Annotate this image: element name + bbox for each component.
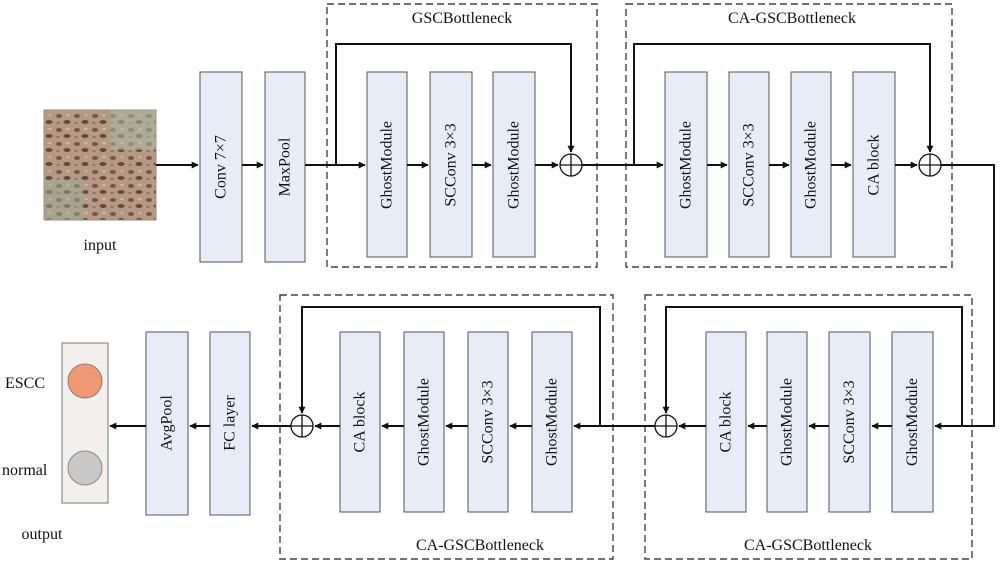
stage3-block-2-label: GhostModule xyxy=(779,378,796,466)
stage3-block-2 xyxy=(766,331,808,513)
stage2-block-1-label: GhostModule xyxy=(678,121,695,209)
stage4-block-3 xyxy=(467,331,509,513)
stage1-block-1 xyxy=(366,71,408,258)
normal-class-node xyxy=(67,450,103,486)
avgpool-label: AvgPool xyxy=(159,395,176,451)
output-label: output xyxy=(22,526,63,543)
stage3-block-4 xyxy=(891,331,934,513)
ca-gsc-bottleneck-title-1: CA-GSCBottleneck xyxy=(728,10,856,27)
stage3-block-1 xyxy=(705,331,747,513)
escc-class-node xyxy=(67,363,103,399)
stage4-block-2 xyxy=(403,331,445,513)
stage3-block-3 xyxy=(828,331,871,513)
stage1-block-1-label: GhostModule xyxy=(379,121,396,209)
stage3-block-1-label: CA block xyxy=(718,392,735,453)
stage1-block-2 xyxy=(429,71,473,258)
normal-label: normal xyxy=(2,462,48,479)
stage2-block-3-label: GhostModule xyxy=(803,121,820,209)
maxpool-label: MaxPool xyxy=(277,137,294,196)
input-label: input xyxy=(84,237,117,254)
ca-gsc-bottleneck-title-2: CA-GSCBottleneck xyxy=(744,537,872,554)
skip-stage2 xyxy=(633,43,934,165)
stage4-sum-node xyxy=(290,414,314,438)
stage2-block-4-label: CA block xyxy=(866,135,883,196)
stage2-block-4 xyxy=(852,71,896,258)
ca-gsc-bottleneck-title-3: CA-GSCBottleneck xyxy=(416,537,544,554)
stage3-block-4-label: GhostModule xyxy=(904,378,921,466)
skip-stage1 xyxy=(335,43,575,165)
stage4-block-3-label: SCConv 3×3 xyxy=(480,380,497,463)
fc-layer-block xyxy=(209,331,251,516)
stage1-block-2-label: SCConv 3×3 xyxy=(443,123,460,206)
input-image xyxy=(43,109,157,221)
gsc-bottleneck-box xyxy=(326,3,598,268)
stage4-block-4 xyxy=(531,331,573,513)
skip-stage3 xyxy=(662,306,963,426)
escc-label: ESCC xyxy=(5,375,45,392)
stage4-block-1-label: CA block xyxy=(352,392,369,453)
conv7x7-block xyxy=(199,71,243,263)
stage1-block-3-label: GhostModule xyxy=(506,121,523,209)
stage3-block-3-label: SCConv 3×3 xyxy=(841,380,858,463)
maxpool-block xyxy=(264,71,306,263)
stage2-block-2-label: SCConv 3×3 xyxy=(741,123,758,206)
avgpool-block xyxy=(145,331,189,516)
stage4-block-4-label: GhostModule xyxy=(544,378,561,466)
arrow-stage2-stage3 xyxy=(934,164,995,430)
stage2-sum-node xyxy=(918,153,942,177)
skip-stage4 xyxy=(298,306,601,426)
stage1-sum-node xyxy=(559,153,583,177)
stage2-block-1 xyxy=(664,71,708,258)
stage2-block-2 xyxy=(728,71,770,258)
stage4-block-1 xyxy=(339,331,381,513)
stage1-block-3 xyxy=(492,71,536,258)
connections xyxy=(109,43,995,430)
stage4-block-2-label: GhostModule xyxy=(416,378,433,466)
conv7x7-label: Conv 7×7 xyxy=(213,135,230,199)
stage3-sum-node xyxy=(654,414,678,438)
fc-layer-label: FC layer xyxy=(222,395,239,451)
gsc-bottleneck-title: GSCBottleneck xyxy=(412,10,512,27)
ca-gsc-bottleneck-box-1 xyxy=(625,3,953,268)
